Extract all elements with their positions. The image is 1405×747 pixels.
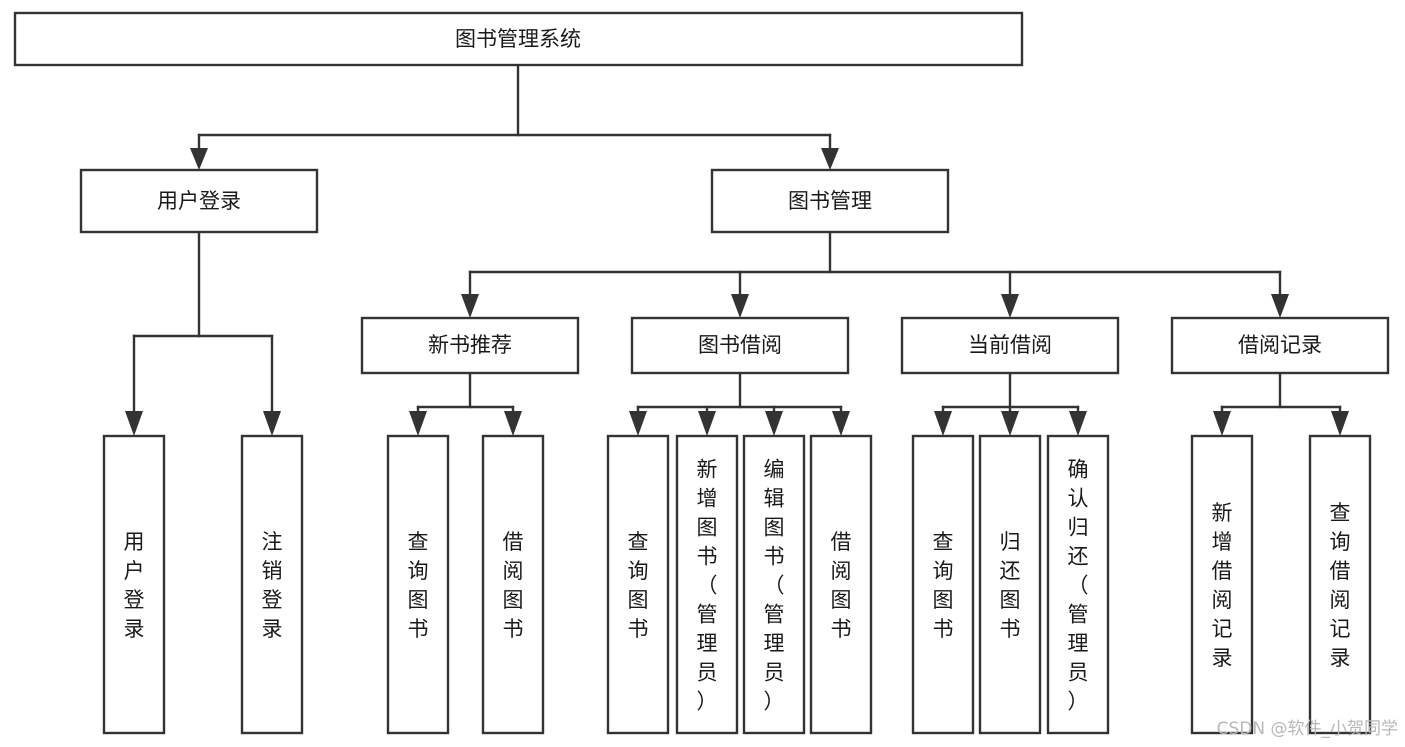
arrowhead-leaf-confirm-return <box>1069 411 1087 436</box>
node-leaf-query-book-2[interactable]: 查询图书 <box>606 434 670 735</box>
arrowhead-book-manage <box>821 148 839 170</box>
node-leaf-borrow-book-1-box[interactable] <box>481 434 545 735</box>
node-leaf-borrow-book-2[interactable]: 借阅图书 <box>809 434 873 735</box>
node-leaf-query-record[interactable]: 查询借阅记录 <box>1308 434 1372 735</box>
node-leaf-query-book-3-label: 查询图书 <box>933 530 954 641</box>
node-leaf-user-logout[interactable]: 注销登录 <box>240 434 304 735</box>
node-leaf-edit-book-box[interactable] <box>742 434 806 735</box>
node-leaf-return-book-label: 归还图书 <box>1000 530 1021 641</box>
node-book-manage-label: 图书管理 <box>788 189 872 213</box>
node-leaf-borrow-book-2-label: 借阅图书 <box>831 530 852 641</box>
arrowhead-leaf-borrow-book-2 <box>832 411 850 436</box>
arrowhead-leaf-borrow-book-1 <box>504 411 522 436</box>
arrowhead-leaf-query-record <box>1331 411 1349 436</box>
node-leaf-user-logout-box[interactable] <box>240 434 304 735</box>
arrowhead-current-borrow <box>1001 294 1019 318</box>
arrowhead-leaf-add-book <box>698 411 716 436</box>
node-leaf-query-book-1-box[interactable] <box>386 434 450 735</box>
node-leaf-query-book-3-box[interactable] <box>911 434 975 735</box>
node-user-login[interactable]: 用户登录 <box>79 168 319 234</box>
node-current-borrow-label: 当前借阅 <box>968 333 1052 357</box>
node-user-login-label: 用户登录 <box>157 189 241 213</box>
node-user-login-box[interactable] <box>79 168 319 234</box>
node-leaf-borrow-book-1[interactable]: 借阅图书 <box>481 434 545 735</box>
node-root[interactable]: 图书管理系统 <box>13 11 1024 67</box>
node-leaf-return-book[interactable]: 归还图书 <box>978 434 1042 735</box>
arrowhead-leaf-return-book <box>1001 411 1019 436</box>
node-leaf-query-record-label: 查询借阅记录 <box>1330 501 1351 670</box>
node-leaf-return-book-box[interactable] <box>978 434 1042 735</box>
arrowhead-borrow-record <box>1271 294 1289 318</box>
node-leaf-add-record-label: 新增借阅记录 <box>1212 501 1233 670</box>
arrowhead-book-borrow <box>731 294 749 318</box>
node-leaf-borrow-book-2-box[interactable] <box>809 434 873 735</box>
arrowhead-leaf-edit-book <box>765 411 783 436</box>
node-leaf-add-book-box[interactable] <box>675 434 739 735</box>
arrowhead-leaf-query-book-1 <box>409 411 427 436</box>
node-leaf-query-book-2-box[interactable] <box>606 434 670 735</box>
node-new-book-recommend-label: 新书推荐 <box>428 333 512 357</box>
node-current-borrow-box[interactable] <box>900 316 1120 375</box>
arrowhead-new-book-recommend <box>461 294 479 318</box>
arrowhead-leaf-add-record <box>1213 411 1231 436</box>
node-leaf-query-book-3[interactable]: 查询图书 <box>911 434 975 735</box>
node-leaf-user-logout-label: 注销登录 <box>262 530 283 641</box>
arrowhead-leaf-query-book-2 <box>629 411 647 436</box>
node-current-borrow[interactable]: 当前借阅 <box>900 316 1120 375</box>
node-book-borrow-box[interactable] <box>630 316 850 375</box>
node-borrow-record-box[interactable] <box>1170 316 1390 375</box>
node-leaf-query-book-2-label: 查询图书 <box>628 530 649 641</box>
node-borrow-record-label: 借阅记录 <box>1238 333 1322 357</box>
node-leaf-confirm-return-label: 确认归还（管理员） <box>1068 458 1089 714</box>
arrowhead-user-login <box>190 148 208 170</box>
node-leaf-edit-book-label: 编辑图书（管理员） <box>764 458 785 714</box>
node-leaf-borrow-book-1-label: 借阅图书 <box>503 530 524 641</box>
node-leaf-query-book-1-label: 查询图书 <box>408 530 429 641</box>
node-leaf-add-record[interactable]: 新增借阅记录 <box>1190 434 1254 735</box>
node-leaf-edit-book[interactable]: 编辑图书（管理员） <box>742 434 806 735</box>
node-leaf-query-record-box[interactable] <box>1308 434 1372 735</box>
node-new-book-recommend-box[interactable] <box>360 316 580 375</box>
node-book-borrow[interactable]: 图书借阅 <box>630 316 850 375</box>
node-leaf-user-login[interactable]: 用户登录 <box>102 434 166 735</box>
node-root-box[interactable] <box>13 11 1024 67</box>
node-leaf-query-book-1[interactable]: 查询图书 <box>386 434 450 735</box>
node-leaf-user-login-label: 用户登录 <box>124 530 145 641</box>
node-leaf-confirm-return[interactable]: 确认归还（管理员） <box>1046 434 1110 735</box>
node-leaf-add-book[interactable]: 新增图书（管理员） <box>675 434 739 735</box>
node-new-book-recommend[interactable]: 新书推荐 <box>360 316 580 375</box>
csdn-watermark: CSDN @软件_小贺同学 <box>1217 719 1398 739</box>
node-book-manage[interactable]: 图书管理 <box>710 168 950 234</box>
node-book-manage-box[interactable] <box>710 168 950 234</box>
node-leaf-user-login-box[interactable] <box>102 434 166 735</box>
arrowhead-leaf-query-book-3 <box>934 411 952 436</box>
node-leaf-confirm-return-box[interactable] <box>1046 434 1110 735</box>
node-leaf-add-book-label: 新增图书（管理员） <box>697 458 718 714</box>
node-book-borrow-label: 图书借阅 <box>698 333 782 357</box>
connector-layer <box>125 63 1349 436</box>
node-leaf-add-record-box[interactable] <box>1190 434 1254 735</box>
node-root-label: 图书管理系统 <box>455 27 581 51</box>
node-borrow-record[interactable]: 借阅记录 <box>1170 316 1390 375</box>
arrowhead-leaf-user-logout <box>263 411 281 436</box>
arrowhead-leaf-user-login <box>125 411 143 436</box>
